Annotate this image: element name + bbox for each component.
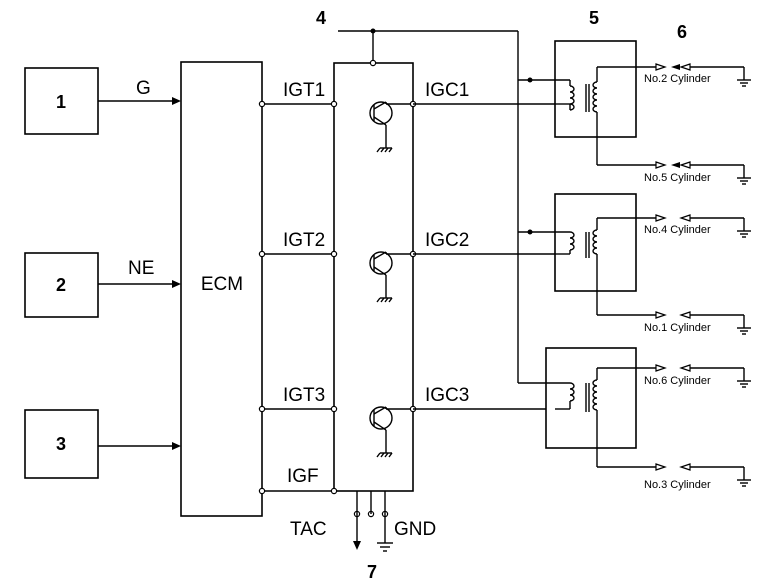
signal-tac-label: TAC xyxy=(290,519,327,540)
arrow-sensor-3 xyxy=(172,442,181,450)
callout-5: 5 xyxy=(589,8,599,28)
signal-igt1-label: IGT1 xyxy=(283,80,325,101)
terminal-igniter-igt1 xyxy=(330,100,338,108)
spark-plug-no2 xyxy=(655,63,751,87)
callout-2: 2 xyxy=(56,275,66,295)
terminal-igniter-power xyxy=(369,59,377,67)
signal-igc1-label: IGC1 xyxy=(425,80,469,101)
arrow-g xyxy=(172,97,181,105)
cylinder-4-label: No.4 Cylinder xyxy=(644,224,711,236)
transistor-1 xyxy=(369,101,413,153)
ecm-box xyxy=(180,61,263,517)
arrow-ne xyxy=(172,280,181,288)
ecm-label: ECM xyxy=(201,274,243,295)
terminal-igniter-igt3 xyxy=(330,405,338,413)
spark-plug-no6 xyxy=(655,364,751,388)
signal-igf-label: IGF xyxy=(287,466,319,487)
coil-pack-1 xyxy=(518,40,656,166)
callout-7: 7 xyxy=(367,562,377,582)
signal-ne-label: NE xyxy=(128,258,154,279)
cylinder-2-label: No.2 Cylinder xyxy=(644,73,711,85)
signal-igc2-label: IGC2 xyxy=(425,230,469,251)
terminal-ecm-igt2 xyxy=(258,250,266,258)
arrow-tac xyxy=(353,541,361,550)
terminal-ecm-igt3 xyxy=(258,405,266,413)
spark-plug-no1 xyxy=(655,311,751,335)
terminal-ecm-igf xyxy=(258,487,266,495)
cylinder-1-label: No.1 Cylinder xyxy=(644,322,711,334)
spark-plug-no3 xyxy=(655,463,751,487)
terminal-ecm-igt1 xyxy=(258,100,266,108)
cylinder-3-label: No.3 Cylinder xyxy=(644,479,711,491)
transistor-3 xyxy=(369,406,413,458)
sensor-box-1 xyxy=(24,67,99,135)
spark-plug-no4 xyxy=(655,214,751,238)
transistor-2 xyxy=(369,251,413,303)
igniter-box xyxy=(333,62,414,492)
coil-pack-2 xyxy=(518,193,656,316)
sensor-box-3 xyxy=(24,409,99,479)
signal-igt2-label: IGT2 xyxy=(283,230,325,251)
callout-3: 3 xyxy=(56,434,66,454)
spark-plug-no5 xyxy=(655,161,751,185)
cylinder-5-label: No.5 Cylinder xyxy=(644,172,711,184)
signal-igc3-label: IGC3 xyxy=(425,385,469,406)
terminal-igniter-igt2 xyxy=(330,250,338,258)
sensor-box-2 xyxy=(24,252,99,318)
coil-pack-3 xyxy=(518,347,656,468)
callout-6: 6 xyxy=(677,22,687,42)
signal-igt3-label: IGT3 xyxy=(283,385,325,406)
terminal-igniter-igf xyxy=(330,487,338,495)
signal-gnd-label: GND xyxy=(394,519,436,540)
cylinder-6-label: No.6 Cylinder xyxy=(644,375,711,387)
callout-1: 1 xyxy=(56,92,66,112)
signal-g-label: G xyxy=(136,78,151,99)
callout-4: 4 xyxy=(316,8,326,28)
